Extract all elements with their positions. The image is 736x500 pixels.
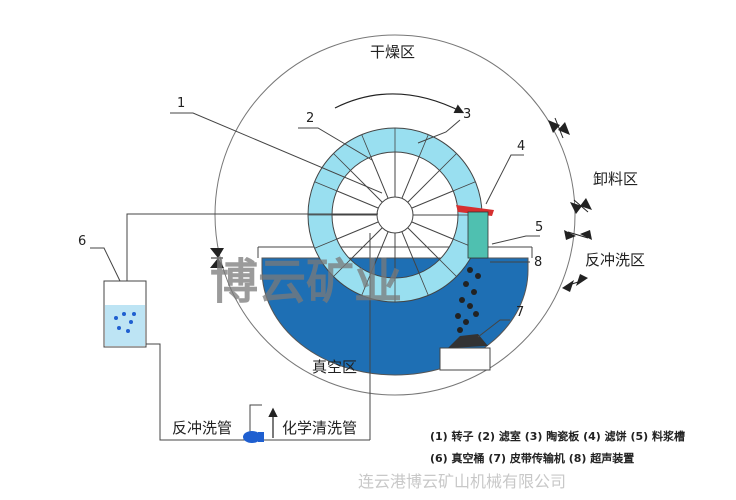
zone-label-vacuum: 真空区: [312, 358, 357, 376]
chemical-pipe-label: 化学清洗管: [282, 419, 357, 437]
rotation-arrow: [334, 93, 465, 114]
rotor-spoke: [370, 156, 389, 199]
callout-5: 5: [535, 220, 543, 235]
rotor-spoke: [336, 190, 379, 209]
falling-cake-particles: [455, 267, 481, 333]
rotor-spoke: [407, 227, 440, 260]
callout-2: 2: [306, 111, 314, 126]
filter-chamber-divider: [453, 181, 476, 192]
zone-label-drying: 干燥区: [370, 43, 415, 61]
legend-line-1: (1) 转子 (2) 滤室 (3) 陶瓷板 (4) 滤饼 (5) 料浆槽: [430, 429, 685, 443]
rotor-spoke: [350, 227, 383, 260]
callout-4: 4: [517, 139, 525, 154]
filter-chamber-divider: [418, 134, 429, 157]
filter-chamber-divider: [314, 181, 337, 192]
backwash-pipe: [146, 343, 370, 441]
filter-chamber-divider: [361, 134, 372, 157]
pump-icon: [243, 431, 264, 443]
backwash-pipe-label: 反冲洗管: [172, 419, 232, 437]
filter-chamber-divider: [361, 273, 372, 296]
footer-company-name: 连云港博云矿山机械有限公司: [358, 472, 566, 491]
callout-3: 3: [463, 107, 471, 122]
zone-boundary-markers: [210, 117, 592, 292]
vacuum-tank-liquid: [105, 305, 145, 346]
rotor-spokes: [332, 152, 458, 278]
callout-7: 7: [516, 305, 524, 320]
callout-1: 1: [177, 96, 185, 111]
callout-8: 8: [534, 255, 542, 270]
filter-chamber-divider: [418, 273, 429, 296]
rotor-spoke: [407, 170, 440, 203]
filter-cake: [467, 211, 489, 259]
callout-leaders: [90, 112, 540, 338]
filter-chamber-divider: [439, 153, 457, 171]
filter-chamber-divider: [439, 259, 457, 277]
filter-chamber-divider: [314, 238, 337, 249]
vacuum-tank-bubbles: [114, 312, 136, 333]
chemical-pipe: [249, 404, 262, 440]
conveyor-pile: [448, 334, 488, 348]
zone-label-unloading: 卸料区: [593, 170, 638, 188]
rotor-spoke: [401, 156, 420, 199]
callout-6: 6: [78, 234, 86, 249]
filter-chamber-divider: [333, 259, 351, 277]
rotor-spoke: [411, 190, 454, 209]
rotor-spoke: [370, 231, 389, 274]
rotor-spoke: [411, 221, 454, 240]
watermark-text: 博云矿业: [210, 254, 402, 310]
rotor-spoke: [401, 231, 420, 274]
rotor-spoke: [336, 221, 379, 240]
zone-label-backwash: 反冲洗区: [585, 251, 645, 269]
vacuum-pipe: [126, 213, 378, 281]
outer-zone-circle: [214, 34, 576, 396]
filter-chamber-dividers: [308, 128, 482, 302]
rotor-hub: [376, 196, 414, 234]
belt-conveyor: [439, 347, 491, 371]
filter-chamber-divider: [333, 153, 351, 171]
legend-line-2: (6) 真空桶 (7) 皮带传输机 (8) 超声装置: [430, 451, 634, 465]
